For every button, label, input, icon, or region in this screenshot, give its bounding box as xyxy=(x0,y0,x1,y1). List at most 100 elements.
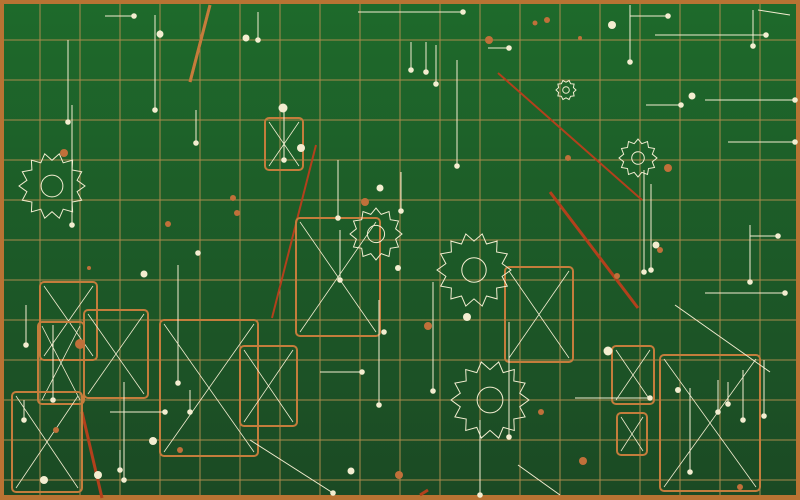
box-outline xyxy=(83,309,149,399)
pin-dot xyxy=(281,157,287,163)
box-cross xyxy=(163,323,255,453)
gear-hub xyxy=(461,257,487,283)
pin xyxy=(430,282,436,394)
red-line xyxy=(419,488,429,497)
orange-dot xyxy=(177,447,183,453)
box-cross xyxy=(87,313,145,395)
shapes-layer xyxy=(11,4,798,499)
cream-dot xyxy=(688,92,696,100)
cream-dot xyxy=(395,265,401,271)
pin-dot xyxy=(423,69,429,75)
pin xyxy=(335,160,341,221)
pin xyxy=(433,45,439,87)
gear-outline xyxy=(18,152,86,220)
red-line xyxy=(548,191,640,309)
gear-icon xyxy=(555,79,577,101)
gear-icon xyxy=(18,152,86,220)
red-line xyxy=(497,72,643,201)
pin-line xyxy=(249,439,334,494)
gear-hub xyxy=(40,174,64,198)
orange-dot xyxy=(579,457,587,465)
pin-dot xyxy=(175,380,181,386)
orange-dot xyxy=(75,339,85,349)
pin xyxy=(376,300,382,408)
orange-dot xyxy=(485,36,493,44)
box-cross xyxy=(620,416,644,452)
pin-dot xyxy=(506,45,512,51)
pin-dot xyxy=(792,139,798,145)
pin-dot xyxy=(23,342,29,348)
pin xyxy=(175,265,181,386)
orange-dot xyxy=(657,247,663,253)
gear-icon xyxy=(450,361,530,439)
gear-icon xyxy=(618,138,658,178)
cream-dot xyxy=(297,144,305,152)
crossed-box xyxy=(239,345,298,427)
box-cross xyxy=(508,270,570,359)
gear-icon xyxy=(349,207,403,261)
box-outline xyxy=(611,345,655,405)
pin-dot xyxy=(330,490,336,496)
cream-dot xyxy=(603,346,613,356)
pin xyxy=(655,32,769,38)
pin xyxy=(641,170,647,275)
pin xyxy=(21,400,27,423)
pin xyxy=(488,45,512,51)
orange-dot xyxy=(165,221,171,227)
pin xyxy=(646,102,684,108)
pin xyxy=(454,60,460,169)
pin-dot xyxy=(678,102,684,108)
orange-dot xyxy=(578,36,582,40)
pin-dot xyxy=(121,477,127,483)
gear-hub xyxy=(366,224,386,244)
grid-lines xyxy=(4,4,796,495)
pin xyxy=(50,325,56,403)
red-line xyxy=(80,411,104,499)
thin-line xyxy=(517,464,561,496)
orange-dot xyxy=(230,195,236,201)
gear-icon xyxy=(436,233,512,307)
pin-dot xyxy=(715,409,721,415)
pin-dot xyxy=(433,81,439,87)
box-cross xyxy=(41,325,81,401)
cream-dot xyxy=(608,21,616,29)
gear-outline xyxy=(436,233,512,307)
gear-hub xyxy=(631,151,645,165)
pin xyxy=(152,15,158,113)
pin-dot xyxy=(359,369,365,375)
pin xyxy=(110,409,168,415)
pin-dot xyxy=(335,215,341,221)
box-outline xyxy=(239,345,298,427)
crossed-box xyxy=(11,391,83,493)
pin-dot xyxy=(647,395,653,401)
pin xyxy=(408,42,414,73)
pin-dot xyxy=(454,163,460,169)
crossed-box xyxy=(504,266,574,363)
pin-dot xyxy=(782,290,788,296)
box-outline xyxy=(39,281,98,361)
cream-dot xyxy=(463,313,471,321)
pin-dot xyxy=(761,413,767,419)
pin xyxy=(255,12,261,43)
pin xyxy=(630,13,671,19)
pin xyxy=(381,329,387,335)
orange-dot xyxy=(234,210,240,216)
crossed-box xyxy=(611,345,655,405)
pin xyxy=(65,40,71,125)
thin-line xyxy=(674,304,771,373)
pin xyxy=(705,290,788,296)
pin xyxy=(648,184,654,273)
orange-dot xyxy=(614,273,620,279)
gear-outline xyxy=(349,207,403,261)
pin-dot xyxy=(131,13,137,19)
pin-dot xyxy=(152,107,158,113)
pin-dot xyxy=(255,37,261,43)
cream-dot xyxy=(149,437,157,445)
pin xyxy=(187,390,193,415)
pin xyxy=(575,395,653,401)
pin-dot xyxy=(162,409,168,415)
pin-dot xyxy=(648,267,654,273)
thin-line xyxy=(757,9,791,16)
box-cross xyxy=(615,349,651,401)
orange-dot xyxy=(424,322,432,330)
